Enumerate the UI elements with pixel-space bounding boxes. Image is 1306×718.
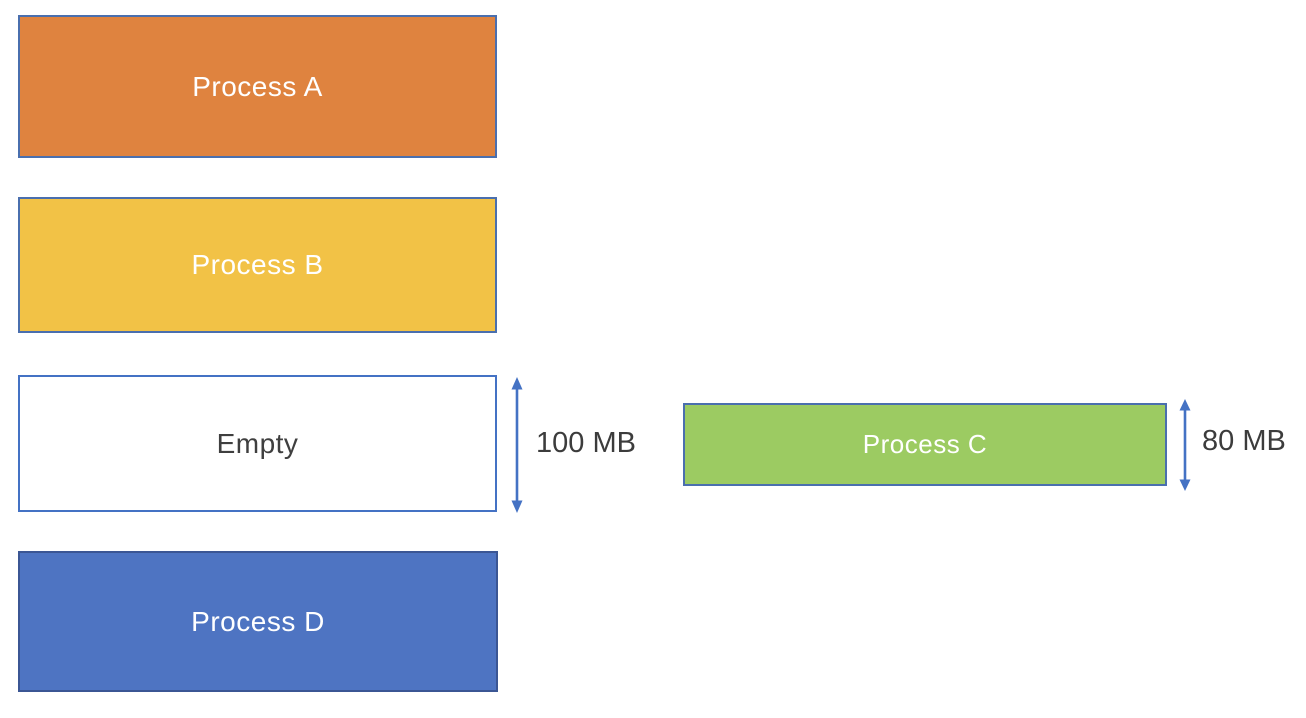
process-c-label: Process C [862,429,988,459]
empty-memory-block: Empty [18,375,497,512]
double-arrow-icon [1176,398,1194,492]
process-c-block: Process C [683,403,1167,486]
process-b-block: Process B [18,197,497,333]
process-d-label: Process D [191,605,325,637]
process-b-label: Process B [191,249,324,280]
empty-block-label: Empty [216,427,299,459]
process-a-label: Process A [192,70,323,102]
process-d-block: Process D [18,551,498,692]
process-c-size-label: 80 MB [1202,425,1286,457]
empty-size-label: 100 MB [536,427,636,459]
double-arrow-icon [508,376,526,514]
process-a-block: Process A [18,15,497,158]
